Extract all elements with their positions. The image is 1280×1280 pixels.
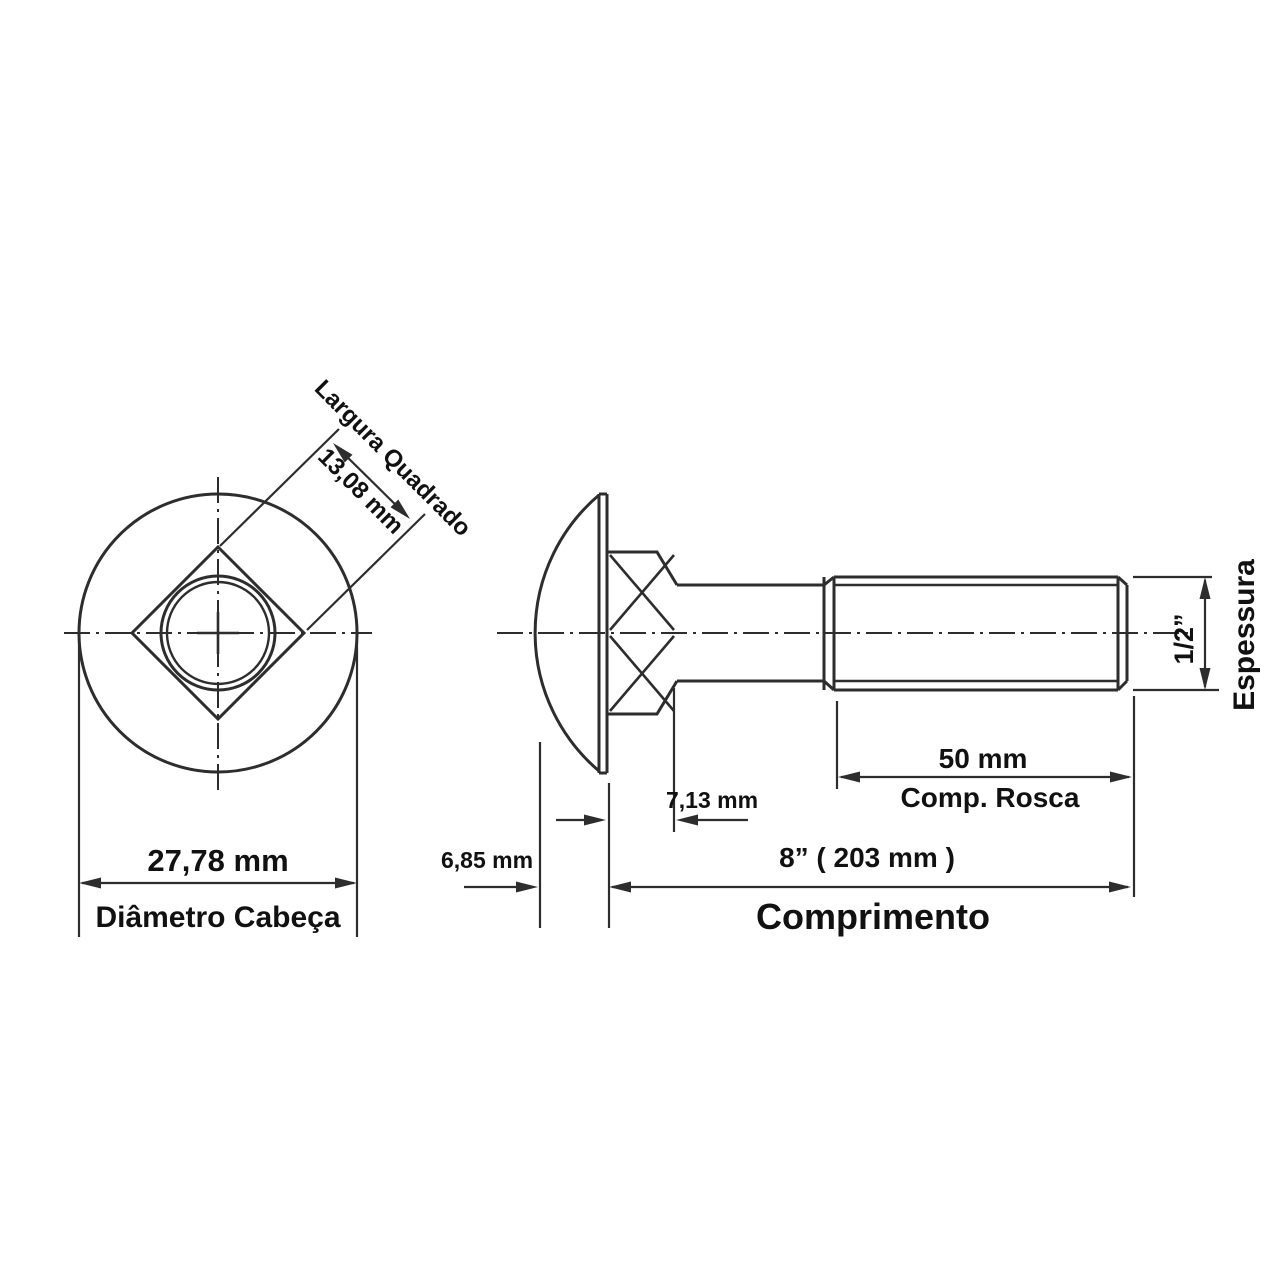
- thickness-value: 1/2”: [1169, 613, 1199, 664]
- dimension-head-height: 6,85 mm: [441, 742, 542, 928]
- thickness-label: Espessura: [1228, 559, 1261, 711]
- arrowhead-right: [584, 814, 606, 826]
- arrowhead-right: [1110, 771, 1132, 783]
- thread-length-value: 50 mm: [939, 743, 1028, 774]
- square-neck-top: [608, 550, 679, 586]
- total-length-value: 8” ( 203 mm ): [779, 842, 955, 873]
- square-neck-outline: [129, 544, 307, 722]
- arrowhead-down: [1199, 668, 1211, 690]
- neck-length-value: 7,13 mm: [666, 787, 758, 813]
- extension-line: [219, 428, 340, 547]
- thread-chamfer-diagonal: [1117, 575, 1128, 587]
- square-neck-bottom: [608, 680, 679, 716]
- arrowhead-left: [676, 814, 698, 826]
- thread-chamfer-diagonal: [823, 575, 835, 587]
- dimension-neck-length: 7,13 mm: [556, 688, 758, 832]
- dimension-thread-length: 50 mm Comp. Rosca: [835, 701, 1132, 813]
- neck-knurl-line: [609, 554, 675, 631]
- arrowhead-up: [1199, 577, 1211, 599]
- arrowhead-upper: [333, 443, 353, 463]
- arrowhead-left: [79, 877, 101, 889]
- arrowhead-right: [1109, 881, 1131, 893]
- dimension-head-diameter: 27,78 mm Diâmetro Cabeça: [77, 641, 359, 937]
- neck-knurl-line: [609, 635, 675, 712]
- arrowhead-left: [838, 771, 860, 783]
- arrowhead-right: [335, 877, 357, 889]
- head-diameter-label: Diâmetro Cabeça: [95, 901, 340, 934]
- head-diameter-value: 27,78 mm: [147, 843, 288, 878]
- thread-chamfer-diagonal: [1116, 679, 1129, 692]
- dimension-thickness: 1/2” Espessura: [1133, 559, 1261, 711]
- total-length-label: Comprimento: [756, 896, 990, 937]
- head-height-value: 6,85 mm: [441, 847, 533, 873]
- arrowhead-left: [609, 881, 631, 893]
- arrowhead-right: [516, 881, 538, 893]
- thread-chamfer-diagonal: [822, 679, 836, 692]
- dimension-total-length: 8” ( 203 mm ) Comprimento: [607, 696, 1136, 937]
- head-front-view: [64, 477, 372, 791]
- bolt-side-view: [497, 492, 1192, 775]
- extension-line: [306, 513, 426, 631]
- arrowhead-lower: [390, 499, 410, 519]
- thread-length-label: Comp. Rosca: [901, 782, 1080, 813]
- dome-head-arc: [533, 493, 600, 773]
